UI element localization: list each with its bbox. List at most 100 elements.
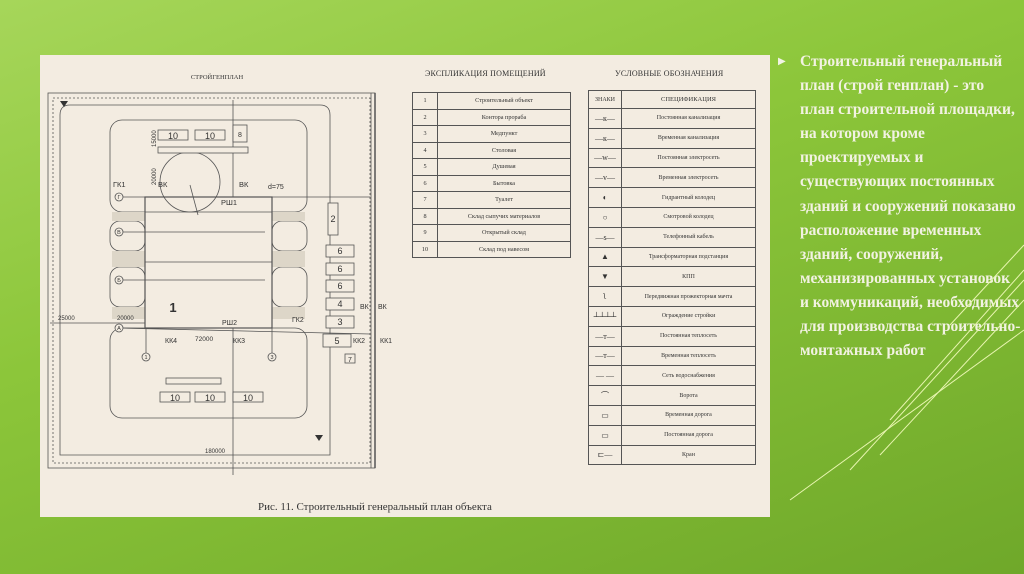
axis-label: Б [117,278,121,284]
row-name: Контора прораба [437,108,571,126]
checkpoint-icon [60,101,68,107]
legend-sign-icon: —т— [588,345,622,367]
box-label: 7 [348,357,352,364]
legend-sign-icon: ⌒ [588,385,622,406]
table-header: ЗНАКИ СПЕЦИФИКАЦИЯ [588,90,756,109]
label-72000: 72000 [195,336,213,343]
axis-label: 3 [270,355,273,361]
row-name: Медпункт [437,125,571,143]
legend-sign-icon: ▼ [588,266,622,288]
box-label: 6 [337,264,342,274]
row-number: 4 [412,141,438,159]
row-number: 5 [412,158,438,176]
box-label: 6 [337,246,342,256]
label-vk: ВК [378,304,388,311]
label-20000-vertical: 20000 [152,168,158,185]
legend-sign-icon: —к— [588,108,622,129]
legend-sign-icon: ʅ [588,286,622,307]
row-name: Строительный объект [437,92,571,110]
table-row: ▲Трансформаторная подстанция [588,246,756,268]
table-row: ○Смотровой колодец [588,206,756,228]
axis-label: 1 [144,355,147,361]
label-gk2: ГК2 [292,317,304,324]
axis-label: А [117,326,121,332]
legend-title: УСЛОВНЫЕ ОБОЗНАЧЕНИЯ [615,69,724,78]
construction-plan-figure: СТРОЙГЕНПЛАН [40,55,770,517]
legend-spec: КПП [621,266,756,288]
legend-spec: Временная дорога [621,404,756,426]
legend-table: ЗНАКИ СПЕЦИФИКАЦИЯ —к—Постоянная канализ… [588,90,756,466]
table-row: ⌒Ворота [588,385,756,406]
table-row: ▼КПП [588,266,756,288]
table-row: —т—Временная теплосеть [588,345,756,367]
table-row: ▭Временная дорога [588,404,756,426]
legend-sign-icon: ◐ [588,187,622,208]
legend-spec: Трансформаторная подстанция [621,246,756,268]
legend-sign-icon: —т— [588,325,622,347]
row-name: Душевая [437,158,571,176]
row-number: 10 [412,240,438,258]
label-20000: 20000 [117,316,134,322]
table-row: ┴┴┴┴Ограждение стройки [588,305,756,327]
site-plan-drawing: СТРОЙГЕНПЛАН [47,73,392,475]
box-label: 4 [337,299,342,309]
axis-label: Г [118,195,121,201]
row-number: 1 [412,92,438,110]
table-row: —w—Постоянная электросеть [588,147,756,169]
box-label: 3 [337,317,342,327]
row-number: 2 [412,108,438,126]
legend-sign-icon: ○ [588,206,622,228]
label-25000: 25000 [58,316,75,322]
building-number: 1 [169,300,176,315]
legend-sign-icon: —к— [588,127,622,149]
row-name: Склад сыпучих материалов [437,207,571,225]
table-row: ⊏—Кран [588,444,756,466]
row-name: Столовая [437,141,571,159]
legend-sign-icon: ⊏— [588,444,622,466]
legend-spec: Постоянная теплосеть [621,325,756,347]
legend-sign-icon: ┴┴┴┴ [588,305,622,327]
crane-reach [159,151,221,213]
site-fence [52,97,371,464]
row-name: Бытовка [437,174,571,192]
box-label: 10 [205,131,215,141]
legend-spec: Постоянная канализация [621,108,756,129]
table-row: —к—Временная канализация [588,127,756,149]
row-number: 3 [412,125,438,143]
label-rsh1: РШ1 [221,198,237,207]
legend-spec: Передвижная прожекторная мачта [621,286,756,307]
label-vk: ВК [239,180,249,189]
row-name: Открытый склад [437,224,571,242]
table-row: —v—Временная электросеть [588,167,756,189]
label-kk4: КК4 [165,338,177,345]
legend-sign-icon: —s— [588,226,622,248]
table-row: —к—Постоянная канализация [588,108,756,129]
label-kk2: КК2 [353,338,365,345]
legend-spec: Сеть водоснабжения [621,365,756,387]
row-number: 7 [412,191,438,209]
legend-sign-icon: ▲ [588,246,622,268]
box-label: 6 [337,281,342,291]
box-label: 10 [170,393,180,403]
legend-spec: Ворота [621,385,756,406]
label-d75: d=75 [268,184,284,191]
plan-title: СТРОЙГЕНПЛАН [191,73,244,81]
label-180000: 180000 [205,449,226,455]
row-name: Склад под навесом [437,240,571,258]
box-label: 2 [330,214,335,224]
label-kk3: КК3 [233,338,245,345]
legend-spec: Кран [621,444,756,466]
legend-spec: Постоянная дорога [621,424,756,446]
row-name: Туалет [437,191,571,209]
axis-label: В [117,230,121,236]
legend-sign-icon: —w— [588,147,622,169]
explication-title: ЭКСПЛИКАЦИЯ ПОМЕЩЕНИЙ [425,69,546,78]
row-number: 8 [412,207,438,225]
table-row: —s—Телефонный кабель [588,226,756,248]
bullet-icon: ▶ [778,56,786,67]
definition-paragraph: Строительный генеральный план (строй ген… [800,53,1021,360]
